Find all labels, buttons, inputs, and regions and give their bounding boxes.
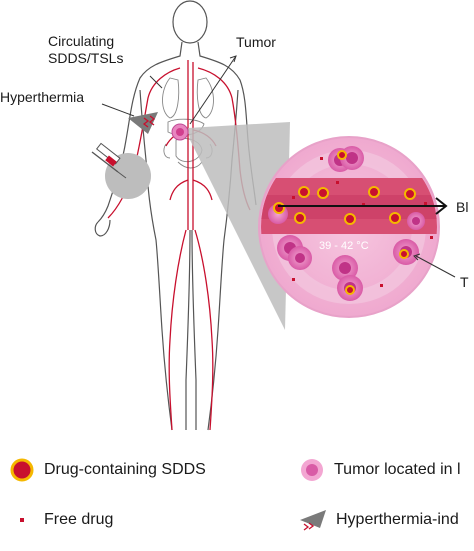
temperature-label: 39 - 42 °C [319,240,369,252]
circulating-label-line1: Circulating [48,33,114,49]
blood-label: Bl [456,199,468,215]
hyperthermia-applicator [128,112,158,134]
sdds-particles [273,150,416,295]
tumor-leader [189,55,237,125]
magnification-cone [188,122,290,330]
left-hand [94,219,111,237]
syringe-icon [91,142,127,179]
head [172,0,208,44]
body-left-contour [97,41,183,431]
hyperthermia-icon [300,510,326,531]
circulating-label-line2: SDDS/TSLs [48,50,123,66]
sdds-icon [10,458,34,482]
hyperthermia-label: Hyperthermia [0,89,84,105]
legend-hyperthermia: Hyperthermia-ind [298,506,459,534]
legend-free-drug: Free drug [8,506,113,534]
legend: Drug-containing SDDS Free drug Tumor loc… [0,448,474,551]
legs-inner [185,229,197,430]
tumor-pointer [415,255,456,278]
blood-vessels [107,60,251,431]
free-drug-icon [20,518,24,522]
tumor-cell-icon [301,459,323,481]
right-leg-vessel [194,229,214,431]
leader-lines [101,55,237,125]
tumor-cell-label: T [460,274,469,290]
injection-site-circle [105,153,151,199]
hyperthermia-leader [101,103,135,117]
body-tumor [171,123,189,141]
left-leg-vessel [168,229,187,431]
legend-tumor: Tumor located in l [298,456,461,484]
circulating-leader [149,75,163,89]
legend-tumor-label: Tumor located in l [334,461,461,478]
tumor-label: Tumor [236,34,276,50]
legend-hyperthermia-label: Hyperthermia-ind [336,511,459,528]
zoomed-tissue: 39 - 42 °C [258,136,456,318]
legend-sdds-label: Drug-containing SDDS [44,461,206,478]
legend-free-drug-label: Free drug [44,511,114,528]
heat-waves-icon [142,115,156,128]
legend-sdds: Drug-containing SDDS [8,456,206,484]
arrow-head [435,197,448,215]
free-drug-dots [292,157,433,287]
